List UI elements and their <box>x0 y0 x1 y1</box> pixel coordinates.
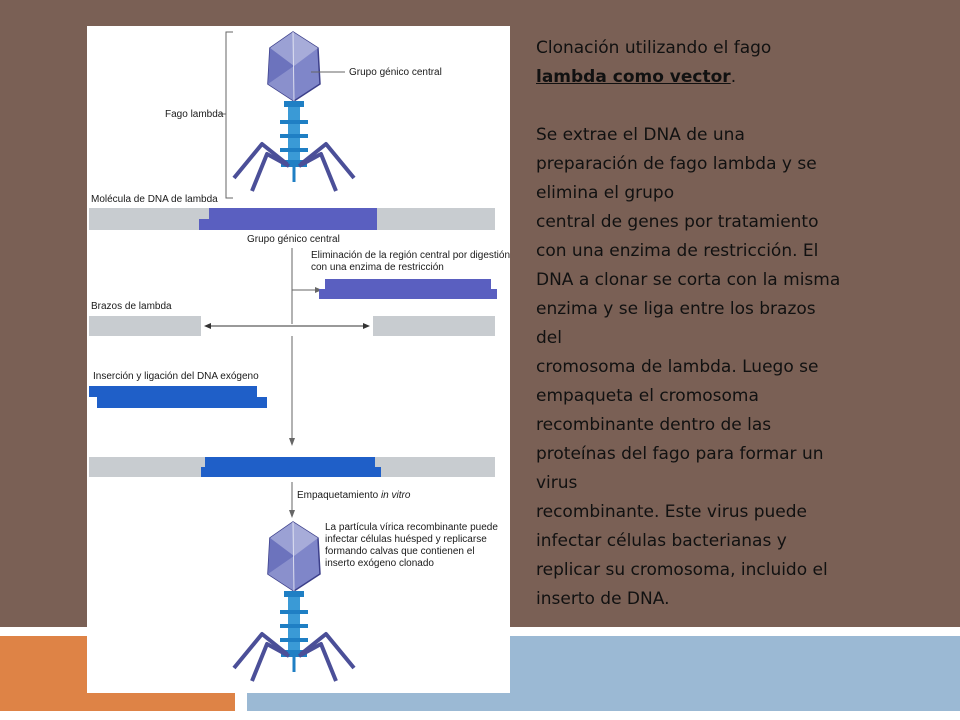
empaquetamiento-label: Empaquetamiento in vitro <box>297 490 411 501</box>
para-line: central de genes por tratamiento <box>536 212 819 232</box>
heading-underlined: lambda como vector <box>536 67 731 87</box>
particula-label-line3: formando calvas que contienen el <box>325 546 475 557</box>
lambda-arms <box>89 316 495 336</box>
recombinant-dna <box>89 457 495 477</box>
heading-line2: lambda como vector. <box>536 63 896 92</box>
molecula-dna-label: Molécula de DNA de lambda <box>91 194 218 205</box>
particula-label-line4: inserto exógeno clonado <box>325 558 434 569</box>
foreign-dna <box>89 386 267 408</box>
particula-label-line2: infectar células huésped y replicarse <box>325 534 487 545</box>
para-line: con una enzima de restricción. El <box>536 241 819 261</box>
excised-fragment <box>319 279 497 299</box>
insercion-label: Inserción y ligación del DNA exógeno <box>93 371 259 382</box>
cloning-diagram-svg: Grupo génico central Fago lambda Molécul… <box>89 31 510 682</box>
para-line: recombinante dentro de las <box>536 415 772 435</box>
para-line: enzima y se liga entre los brazos <box>536 299 816 319</box>
para-line: elimina el grupo <box>536 183 675 203</box>
para-line: recombinante. Este virus puede <box>536 502 808 522</box>
in-vitro-label: in vitro <box>381 490 411 501</box>
cloning-diagram: Grupo génico central Fago lambda Molécul… <box>87 26 510 693</box>
para-line: inserto de DNA. <box>536 589 670 609</box>
paragraph-gap <box>536 92 896 121</box>
heading-period: . <box>730 67 737 87</box>
heading-line1: Clonación utilizando el fago <box>536 38 772 58</box>
eliminacion-label-line1: Eliminación de la región central por dig… <box>311 250 510 261</box>
para-line: del <box>536 328 562 348</box>
para-line: cromosoma de lambda. Luego se <box>536 357 819 377</box>
phage-top-icon <box>232 31 356 192</box>
para-line: infectar células bacterianas y <box>536 531 787 551</box>
para-line: replicar su cromosoma, incluido el <box>536 560 828 580</box>
grupo-genico-central-mid-label: Grupo génico central <box>247 234 340 245</box>
eliminacion-label-line2: con una enzima de restricción <box>311 262 444 273</box>
brazos-label: Brazos de lambda <box>91 301 172 312</box>
slide-text: Clonación utilizando el fago lambda como… <box>536 34 896 614</box>
para-line: proteínas del fago para formar un <box>536 444 824 464</box>
para-line: Se extrae el DNA de una <box>536 125 745 145</box>
grupo-genico-central-top-label: Grupo génico central <box>349 67 442 78</box>
dna-molecule-full <box>89 208 495 230</box>
phage-bottom-icon <box>232 521 356 682</box>
particula-label-line1: La partícula vírica recombinante puede <box>325 522 498 533</box>
phage-bracket <box>225 31 233 199</box>
fago-lambda-label: Fago lambda <box>165 109 224 120</box>
para-line: preparación de fago lambda y se <box>536 154 817 174</box>
para-line: DNA a clonar se corta con la misma <box>536 270 841 290</box>
para-line: empaqueta el cromosoma <box>536 386 759 406</box>
para-line: virus <box>536 473 578 493</box>
